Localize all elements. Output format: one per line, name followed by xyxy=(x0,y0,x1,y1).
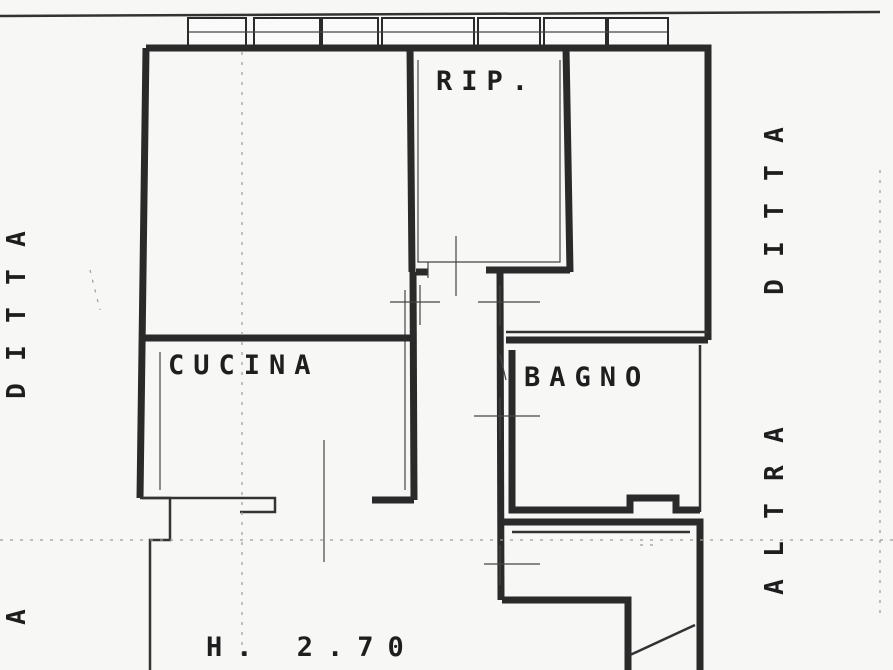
bagno-walls xyxy=(506,330,708,514)
room-label-bagno: BAGNO xyxy=(524,362,651,393)
top-boundary-line xyxy=(0,10,881,18)
corridor-walls xyxy=(372,271,505,601)
ceiling-height-label: H. 2.70 xyxy=(206,632,418,663)
top-windows xyxy=(187,17,669,47)
landing-walls xyxy=(502,518,704,670)
room-label-cucina: CUCINA xyxy=(168,350,320,381)
door-marks xyxy=(323,236,540,585)
neighbor-label-left-lower: A xyxy=(2,609,32,625)
room-label-rip: RIP. xyxy=(436,66,538,97)
kitchen-walls xyxy=(142,334,412,514)
dotted-guides xyxy=(0,52,893,660)
rip-walls xyxy=(406,47,574,278)
